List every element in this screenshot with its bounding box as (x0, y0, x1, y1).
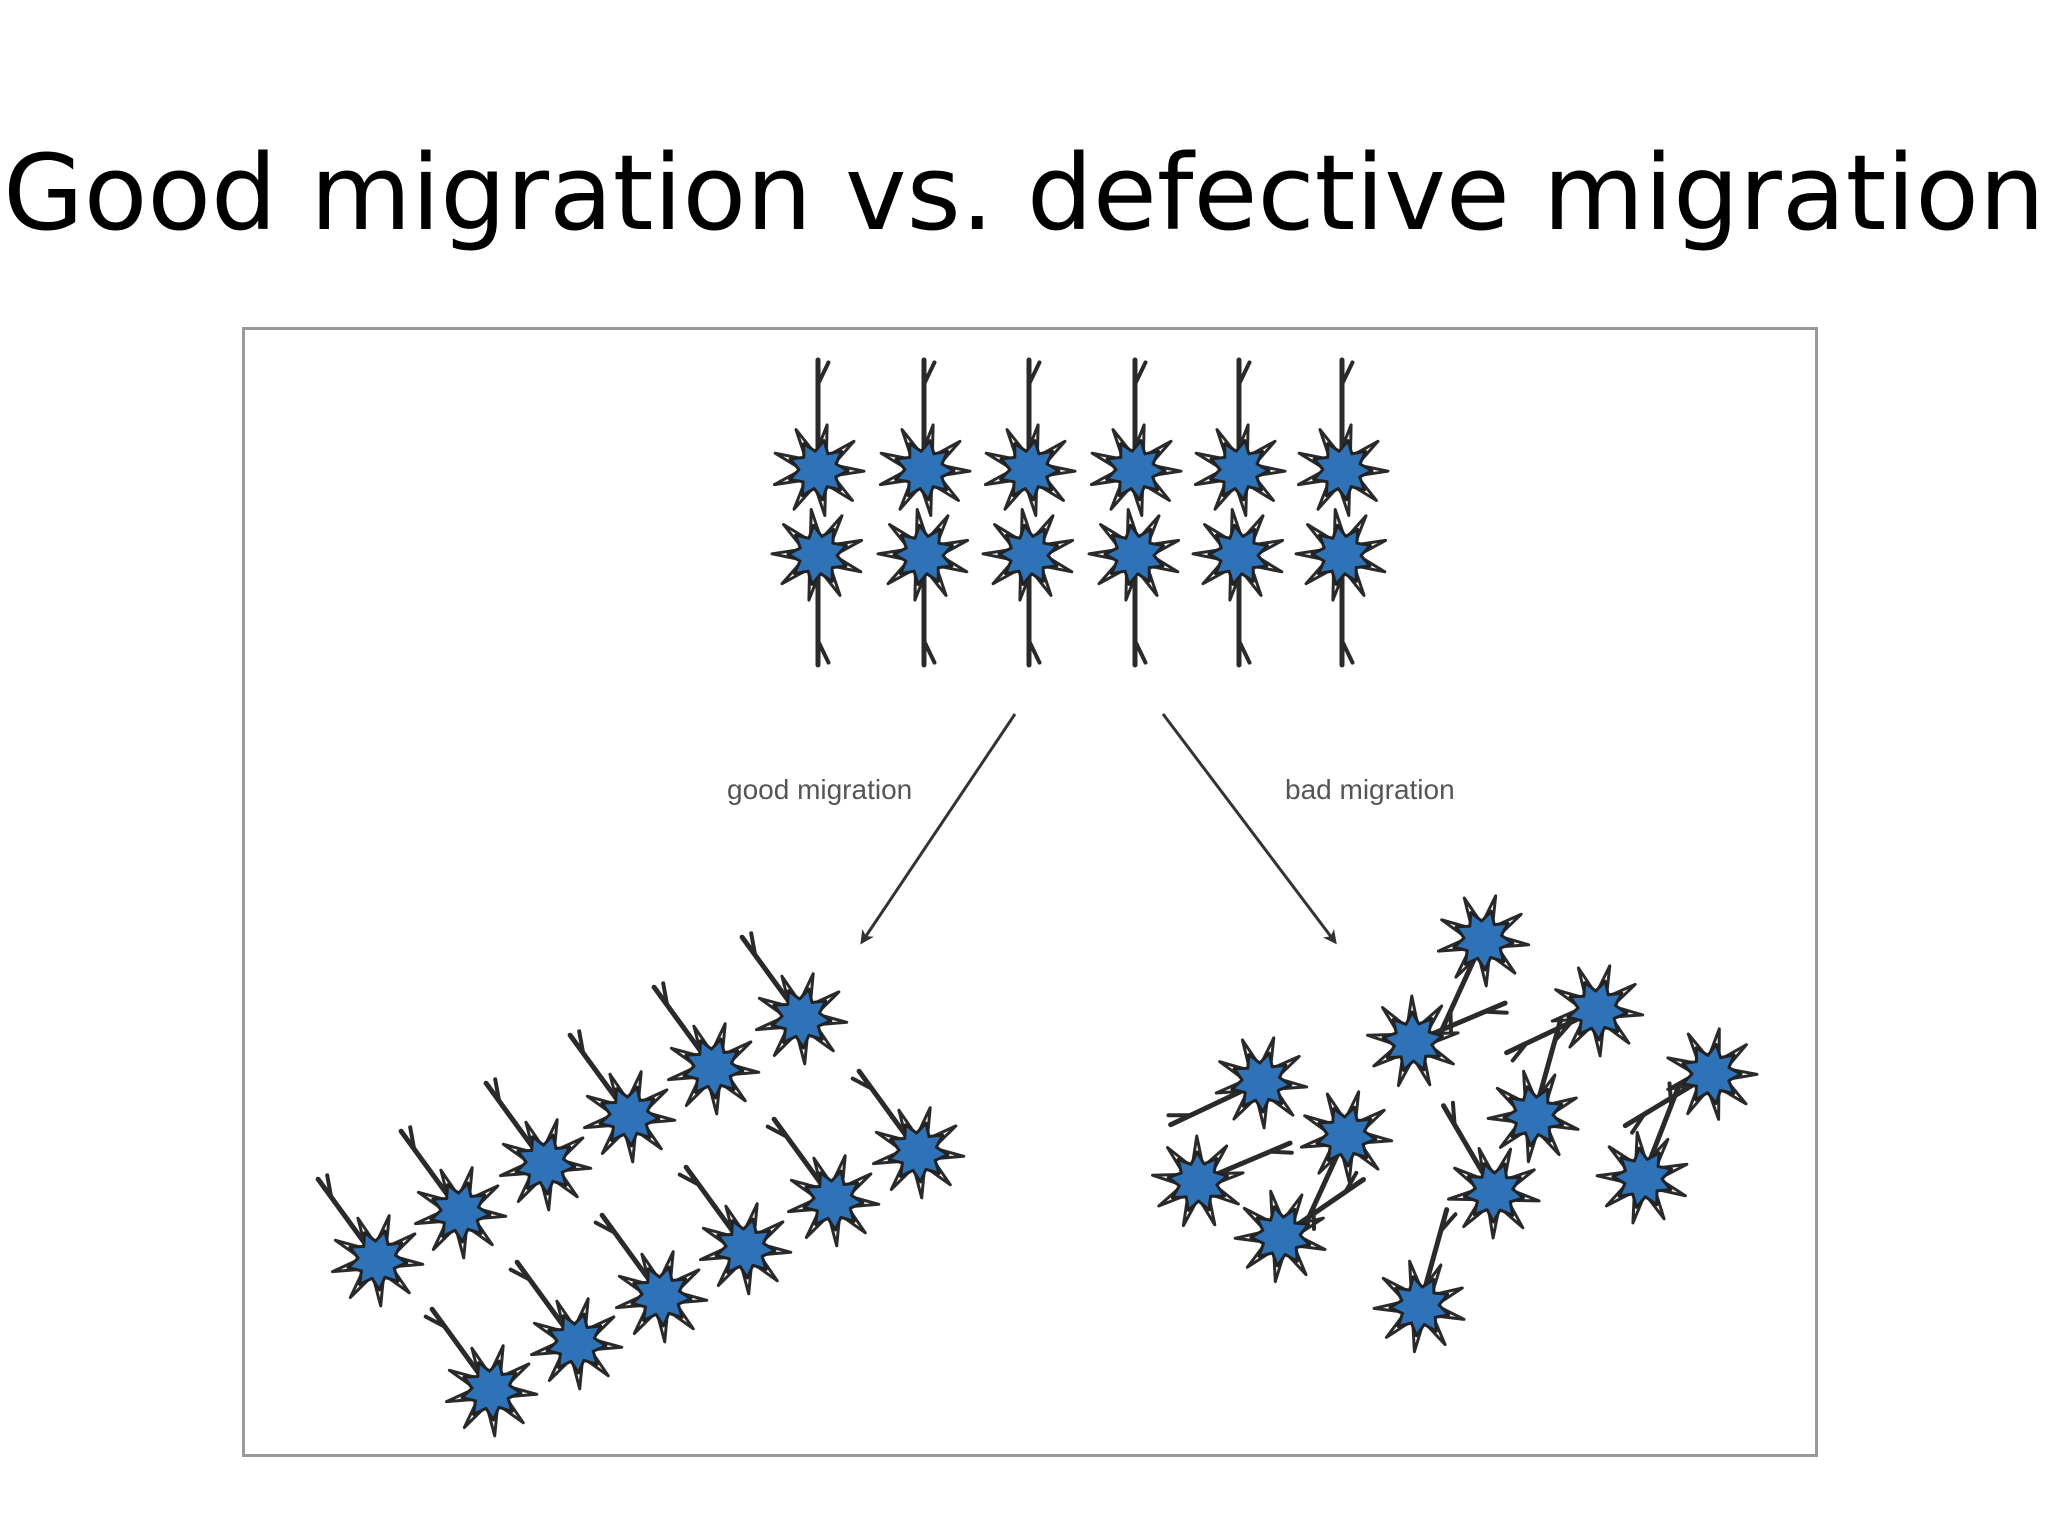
bad-migration-label: bad migration (1285, 774, 1455, 805)
neuron-top-lower-4 (1087, 508, 1181, 668)
neuron-bad-12 (1372, 1207, 1466, 1354)
good-migration-arrow (860, 713, 1017, 945)
neuron-top-lower-2 (876, 508, 970, 668)
neuron-bad-8 (1151, 1134, 1294, 1228)
neuron-top-upper-1 (772, 357, 866, 517)
neuron-top-lower-5 (1191, 508, 1285, 668)
neuron-good-lower-3 (593, 1212, 709, 1344)
good-migration-label: good migration (727, 774, 913, 805)
neuron-bad-4 (1166, 1036, 1309, 1130)
neuron-top-upper-2 (878, 357, 972, 517)
migration-diagram (315, 357, 1759, 1438)
neuron-good-upper-3 (483, 1077, 593, 1212)
neuron-top-lower-3 (981, 508, 1075, 668)
neuron-good-lower-1 (423, 1306, 539, 1438)
figure-frame: good migration bad migration (242, 327, 1818, 1457)
neuron-good-lower-5 (765, 1116, 881, 1248)
neuron-top-upper-4 (1089, 357, 1183, 517)
neuron-good-upper-4 (567, 1029, 677, 1164)
neuron-bad-9 (1233, 1170, 1366, 1284)
neuron-good-lower-4 (677, 1164, 793, 1296)
neuron-bad-1 (1436, 894, 1531, 1035)
slide-title: Good migration vs. defective migration (3, 132, 2045, 254)
neuron-bad-2 (1366, 994, 1509, 1088)
neuron-top-lower-6 (1294, 508, 1388, 668)
neuron-good-upper-5 (651, 981, 761, 1116)
neuron-good-upper-6 (739, 931, 849, 1066)
neuron-bad-3 (1504, 964, 1645, 1063)
neuron-bad-10 (1441, 1100, 1541, 1240)
bad-migration-arrow (1161, 713, 1337, 945)
neuron-top-upper-6 (1296, 357, 1390, 517)
neuron-top-upper-3 (983, 357, 1077, 517)
neuron-bad-11 (1595, 1081, 1689, 1225)
neuron-good-lower-6 (850, 1068, 966, 1200)
neuron-bad-6 (1486, 1017, 1580, 1164)
neuron-top-upper-5 (1193, 357, 1287, 517)
neuron-bad-7 (1622, 1027, 1759, 1135)
neuron-good-upper-1 (315, 1173, 425, 1308)
neuron-top-lower-1 (770, 508, 864, 668)
neuron-good-upper-2 (398, 1125, 508, 1260)
neuron-good-lower-2 (508, 1259, 624, 1391)
neuron-bad-5 (1299, 1090, 1394, 1231)
